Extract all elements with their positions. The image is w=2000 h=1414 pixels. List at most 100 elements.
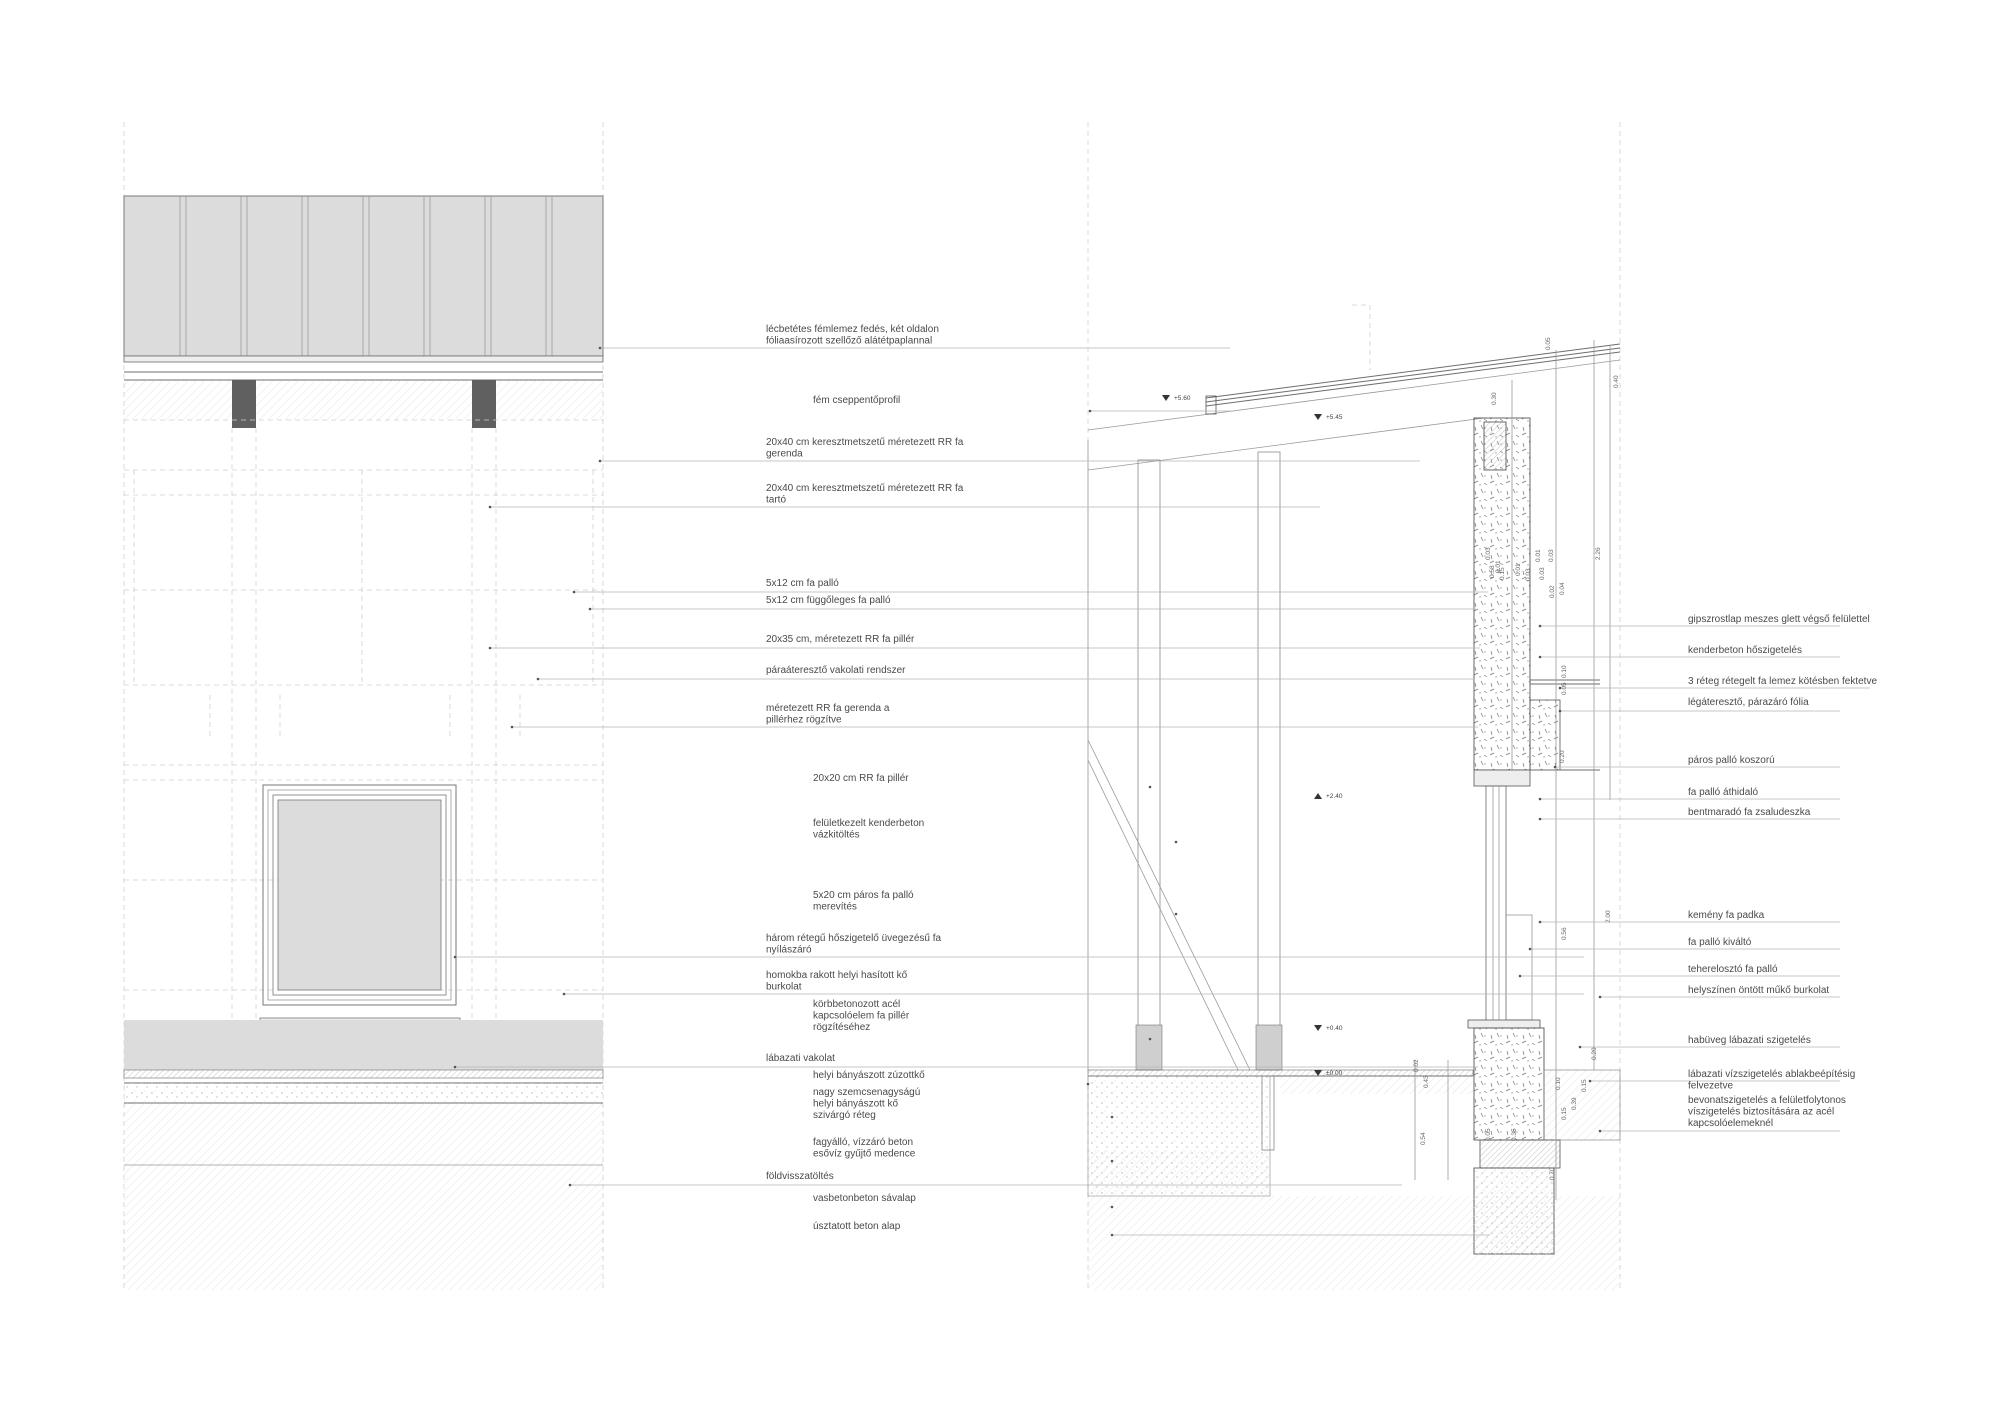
leader-dot bbox=[1110, 1233, 1114, 1237]
elevation-label: 20x35 cm, méretezett RR fa pillér bbox=[766, 634, 915, 645]
dimension-label: 2.26 bbox=[1595, 547, 1602, 560]
section-view bbox=[1087, 122, 1621, 1290]
section-labels: gipszrostlap meszes glett végső felülett… bbox=[1688, 614, 1877, 1129]
level-label: +5.60 bbox=[1174, 395, 1191, 402]
section-label: bentmaradó fa zsaludeszka bbox=[1688, 807, 1811, 818]
elevation-label: úsztatott beton alap bbox=[813, 1221, 901, 1232]
dimension-label: 0.03 bbox=[1485, 547, 1492, 560]
section-label: habüveg lábazati szigetelés bbox=[1688, 1035, 1811, 1046]
level-triangle-icon bbox=[1314, 793, 1322, 799]
dimension-label: 0.03 bbox=[1525, 568, 1532, 581]
dimension-label: 0.05 bbox=[1545, 337, 1552, 350]
section-label: 3 réteg rétegelt fa lemez kötésben fekte… bbox=[1688, 676, 1877, 687]
level-label: +0.40 bbox=[1326, 1025, 1343, 1032]
dimension-label: 0.03 bbox=[1548, 549, 1555, 562]
leader-dot bbox=[1528, 947, 1532, 951]
dimension-labels: 0.400.302.260.050.030.030.010.010.100.05… bbox=[1413, 337, 1620, 1180]
level-markers: +5.60+5.45+2.40+0.40±0.00 bbox=[1162, 395, 1343, 1077]
leader-dot bbox=[1086, 1082, 1090, 1086]
leader-dot bbox=[598, 459, 602, 463]
dimension-label: 0.43 bbox=[1423, 1075, 1430, 1088]
leader-dot bbox=[1110, 1159, 1114, 1163]
leader-dot bbox=[588, 607, 592, 611]
elevation-label: helyi bányászott zúzottkő bbox=[813, 1070, 925, 1081]
level-label: ±0.00 bbox=[1326, 1070, 1343, 1077]
leader-dot bbox=[1088, 409, 1092, 413]
dimension-label: 0.02 bbox=[1413, 1059, 1420, 1072]
leader-dot bbox=[1110, 1115, 1114, 1119]
section-label: gipszrostlap meszes glett végső felülett… bbox=[1688, 614, 1870, 625]
dimension-label: 0.35 bbox=[1511, 1128, 1518, 1141]
dimension-label: 0.56 bbox=[1561, 927, 1568, 940]
section-label: teherelosztó fa palló bbox=[1688, 964, 1778, 975]
leader-dot bbox=[1598, 1129, 1602, 1133]
leader-dot bbox=[1538, 817, 1542, 821]
section-label: kenderbeton hőszigetelés bbox=[1688, 645, 1802, 656]
roof-panel bbox=[123, 195, 604, 357]
beam-end bbox=[472, 380, 496, 428]
leader-dot bbox=[1538, 797, 1542, 801]
leader-lines bbox=[453, 346, 1870, 1237]
roof-section bbox=[1087, 343, 1621, 471]
section-label: fa palló kiváltó bbox=[1688, 937, 1752, 948]
level-triangle-icon bbox=[1314, 1070, 1322, 1076]
hemp-wall bbox=[1473, 417, 1531, 771]
elevation-label: 20x40 cm keresztmetszetű méretezett RR f… bbox=[766, 437, 964, 460]
dimension-label: 0.03 bbox=[1539, 567, 1546, 580]
level-label: +2.40 bbox=[1326, 793, 1343, 800]
elevation-view bbox=[123, 122, 604, 1290]
leader-dot bbox=[598, 346, 602, 350]
dimension-label: 0.30 bbox=[1491, 392, 1498, 405]
dimension-label: 0.15 bbox=[1581, 1079, 1588, 1092]
dimension-label: 0.15 bbox=[1561, 1107, 1568, 1120]
elevation-label: vasbetonbeton sávalap bbox=[813, 1193, 916, 1204]
section-label: fa palló áthidaló bbox=[1688, 787, 1758, 798]
leader-dot bbox=[1538, 655, 1542, 659]
leader-dot bbox=[1588, 1079, 1592, 1083]
dimension-label: 0.39 bbox=[1571, 1097, 1578, 1110]
elevation-label: páraáteresztő vakolati rendszer bbox=[766, 665, 906, 676]
section-label: légáteresztő, párazáró fólia bbox=[1688, 697, 1809, 708]
dimension-label: 0.40 bbox=[1613, 375, 1620, 388]
leader-dot bbox=[1518, 974, 1522, 978]
dimension-label: 0.01 bbox=[1535, 549, 1542, 562]
leader-dot bbox=[572, 590, 576, 594]
level-triangle-icon bbox=[1314, 1025, 1322, 1031]
level-triangle-icon bbox=[1314, 414, 1322, 420]
leader-dot bbox=[1538, 624, 1542, 628]
elevation-label: földvisszatöltés bbox=[766, 1171, 834, 1182]
dimension-label: 0.01 bbox=[1515, 563, 1522, 576]
dimension-label: 0.02 bbox=[1549, 585, 1556, 598]
dimension-label: 0.10 bbox=[1555, 1077, 1562, 1090]
section-label: kemény fa padka bbox=[1688, 910, 1765, 921]
dimension-label: 0.20 bbox=[1591, 1047, 1598, 1060]
elevation-label: lábazati vakolat bbox=[766, 1053, 835, 1064]
window bbox=[259, 784, 461, 1027]
elevation-label: 20x20 cm RR fa pillér bbox=[813, 773, 909, 784]
level-triangle-icon bbox=[1162, 395, 1170, 401]
dimension-label: 0.20 bbox=[1559, 750, 1566, 763]
leader-dot bbox=[1578, 1045, 1582, 1049]
elevation-label: 20x40 cm keresztmetszetű méretezett RR f… bbox=[766, 483, 964, 506]
elevation-label: fém cseppentőprofil bbox=[813, 395, 900, 406]
leader-dot bbox=[1174, 840, 1178, 844]
plinth-block bbox=[1473, 1027, 1545, 1141]
leader-dot bbox=[1598, 995, 1602, 999]
dimension-label: 2.00 bbox=[1605, 910, 1612, 923]
section-label: helyszínen öntött műkő burkolat bbox=[1688, 985, 1829, 996]
dimension-label: 0.01 bbox=[1495, 560, 1502, 573]
leader-dot bbox=[562, 992, 566, 996]
elevation-label: 5x12 cm fa palló bbox=[766, 578, 839, 589]
leader-dot bbox=[453, 955, 457, 959]
dimension-label: 0.10 bbox=[1561, 665, 1568, 678]
